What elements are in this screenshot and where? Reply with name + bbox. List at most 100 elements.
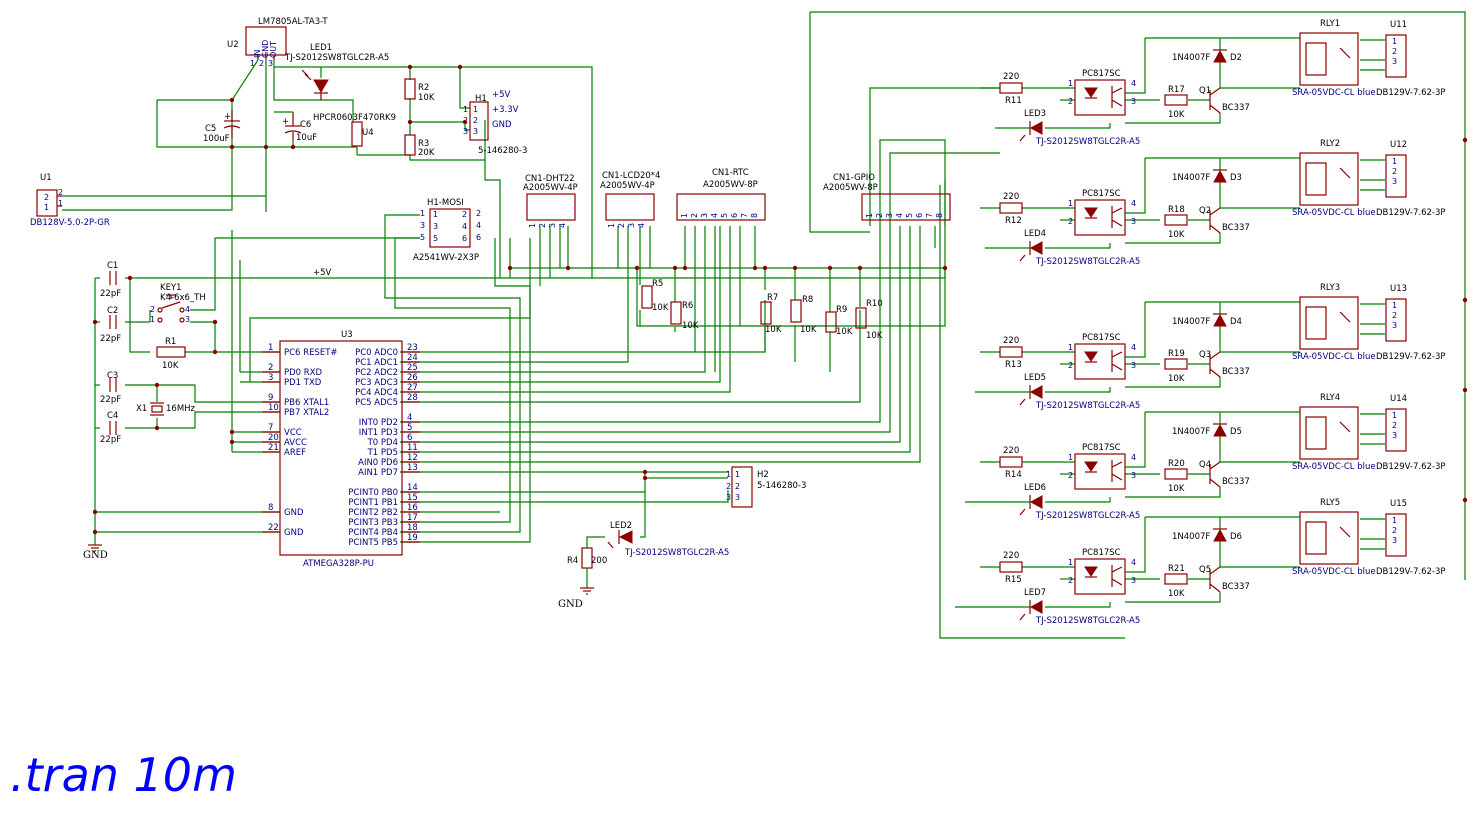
junction-dot	[1462, 387, 1468, 393]
u3-pin-number: 26	[407, 373, 418, 383]
opto-pin: 3	[1131, 361, 1136, 370]
connector-rtc: 1 2 3 4 5 6 7 8	[676, 193, 766, 221]
opto-pin: 2	[1068, 361, 1073, 370]
transistor-value: BC337	[1222, 582, 1250, 592]
c1-ref: C1	[107, 261, 118, 271]
junction-dot	[263, 144, 269, 150]
opto-led	[1084, 351, 1098, 362]
r5-value: 10K	[652, 303, 669, 313]
opto-transistor-e	[1111, 219, 1123, 227]
status-led-value: TJ-S2012SW8TGLC2R-A5	[1035, 257, 1140, 267]
svg-text:1: 1	[726, 470, 731, 479]
u3-pin-number: 8	[268, 503, 273, 513]
diode-ref: D3	[1230, 173, 1242, 183]
svg-text:1: 1	[250, 59, 255, 68]
rtc-ref: CN1-RTC	[712, 168, 749, 178]
gpio-value: A2005WV-8P	[823, 183, 878, 193]
junction-dot	[682, 265, 688, 271]
c2-value: 22pF	[100, 334, 121, 344]
transistor-ref: Q3	[1199, 350, 1211, 360]
svg-text:4: 4	[710, 213, 719, 218]
channel-wire	[1045, 243, 1111, 249]
channel-wire	[1045, 123, 1111, 129]
opto-pin: 3	[1131, 471, 1136, 480]
terminal-value: DB129V-7.62-3P	[1376, 567, 1446, 577]
h1mosi-value: A2541WV-2X3P	[413, 253, 479, 263]
junction-dot	[827, 265, 833, 271]
u3-pin-name: PD0 RXD	[284, 368, 323, 378]
terminal-ref: U15	[1390, 499, 1407, 509]
svg-text:5: 5	[720, 213, 729, 218]
resistor-base-ref: R17	[1168, 85, 1185, 95]
u3-pin-name: PC5 ADC5	[355, 398, 398, 408]
resistor-base-ref: R19	[1168, 349, 1185, 359]
svg-text:5: 5	[433, 234, 438, 243]
channel-wire	[1125, 412, 1146, 468]
relay-coil	[1305, 521, 1327, 555]
key1-ref: KEY1	[160, 283, 182, 293]
svg-text:1: 1	[528, 223, 537, 228]
u3-pin-name: GND	[284, 528, 304, 538]
header-h1-mosi: 1 3 5 2 4 6 1 3 5 2 4 6	[420, 208, 481, 248]
optocoupler-body	[1074, 199, 1126, 236]
channel-wire	[1125, 302, 1146, 358]
terminal-value: DB129V-7.62-3P	[1376, 208, 1446, 218]
relay-ref: RLY4	[1320, 393, 1340, 403]
resistor-input-ref: R11	[1005, 96, 1022, 106]
terminal-value: DB129V-7.62-3P	[1376, 352, 1446, 362]
status-led	[1029, 121, 1043, 135]
r7-ref: R7	[767, 293, 778, 303]
terminal-ref: U11	[1390, 20, 1407, 30]
relay-contact	[1339, 311, 1351, 323]
resistor-input-ref: R14	[1005, 470, 1022, 480]
svg-text:1: 1	[58, 199, 63, 208]
capacitor-c3	[109, 378, 117, 392]
junction-dot	[154, 382, 160, 388]
u3-ref: U3	[341, 330, 353, 340]
c6-value: 10uF	[296, 133, 317, 143]
diode-ref: D6	[1230, 532, 1242, 542]
diode-ref: D5	[1230, 427, 1242, 437]
svg-text:5: 5	[905, 213, 914, 218]
transistor-ref: Q4	[1199, 460, 1211, 470]
opto-pin: 1	[1068, 343, 1073, 352]
resistor-r6	[670, 301, 682, 325]
c5-ref: C5	[205, 124, 216, 134]
channel-wire	[1045, 497, 1111, 503]
terminal-pin: 3	[1392, 177, 1397, 186]
lcd-value: A2005WV-4P	[600, 181, 655, 191]
opto-led	[1084, 566, 1098, 577]
r6-value: 10K	[682, 321, 699, 331]
capacitor-c4	[109, 421, 117, 435]
transistor-ref: Q5	[1199, 565, 1211, 575]
junction-dot	[229, 144, 235, 150]
channel-wire	[1125, 487, 1221, 498]
connector-dht22: 1 2 3 4	[526, 193, 576, 228]
svg-text:3: 3	[885, 213, 894, 218]
opto-transistor-e	[1111, 473, 1123, 481]
terminal-value: DB129V-7.62-3P	[1376, 88, 1446, 98]
relay-ref: RLY1	[1320, 19, 1340, 29]
r4-value: 200	[591, 556, 607, 566]
u3-value: ATMEGA328P-PU	[303, 559, 374, 569]
h1-ref: H1	[475, 94, 487, 104]
relay-value: SRA-05VDC-CL blue	[1292, 567, 1376, 577]
relay-ref: RLY2	[1320, 139, 1340, 149]
resistor-input-value: 220	[1003, 72, 1019, 82]
svg-text:6: 6	[476, 233, 481, 242]
junction-dot	[92, 509, 98, 515]
resistor-u4	[351, 121, 363, 147]
led2-symbol	[607, 530, 633, 549]
channel-wire	[1045, 387, 1111, 393]
svg-text:8: 8	[935, 213, 944, 218]
relay-coil	[1305, 416, 1327, 450]
led2-ref: LED2	[610, 521, 632, 531]
u3-pin-number: 9	[268, 393, 273, 403]
u2-pin-gnd: GND	[261, 40, 270, 58]
status-led-value: TJ-S2012SW8TGLC2R-A5	[1035, 616, 1140, 626]
capacitor-c6: +	[274, 111, 302, 140]
svg-text:4: 4	[185, 305, 190, 314]
svg-text:6: 6	[462, 234, 467, 243]
relay-coil	[1305, 42, 1327, 76]
svg-text:3: 3	[463, 127, 468, 136]
